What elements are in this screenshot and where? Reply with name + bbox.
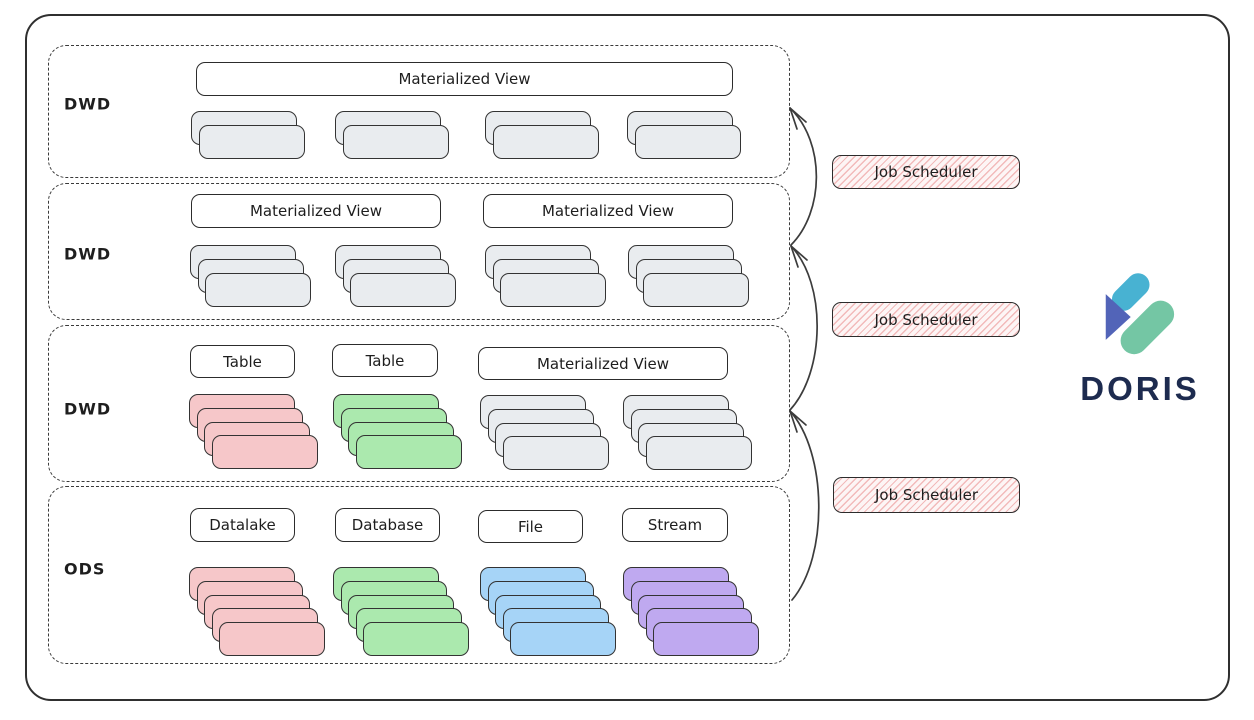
layer-label: DWD <box>64 94 112 114</box>
card-gray <box>342 124 449 159</box>
card-gray <box>198 124 305 159</box>
card-pink <box>211 435 318 470</box>
card-gray <box>643 272 749 307</box>
type-box-datalake: Datalake <box>190 508 295 542</box>
card-gray <box>350 272 456 307</box>
job-scheduler-box: Job Scheduler <box>832 155 1020 189</box>
card-gray <box>500 272 606 307</box>
card-gray <box>502 436 609 471</box>
type-box-table: Table <box>190 345 295 378</box>
job-scheduler-box: Job Scheduler <box>833 477 1020 513</box>
layer-label: DWD <box>64 399 112 419</box>
layer-frame-dwd-0 <box>48 45 790 178</box>
card-gray <box>492 124 599 159</box>
type-box-materialized-view: Materialized View <box>196 62 733 96</box>
card-pink <box>219 622 325 657</box>
doris-icon-indigo-triangle <box>1105 294 1131 340</box>
doris-icon-green-pill <box>1120 300 1175 355</box>
layer-label: DWD <box>64 244 112 264</box>
type-box-materialized-view: Materialized View <box>478 347 728 380</box>
type-box-materialized-view: Materialized View <box>483 194 733 228</box>
card-gray <box>645 436 752 471</box>
card-blue <box>510 622 616 657</box>
type-box-materialized-view: Materialized View <box>191 194 441 228</box>
doris-icon-cyan-pill <box>1111 273 1150 311</box>
layer-frame-dwd-2 <box>48 325 790 482</box>
layer-frame-dwd-1 <box>48 183 790 320</box>
card-gray <box>634 124 741 159</box>
job-scheduler-box: Job Scheduler <box>832 302 1020 337</box>
type-box-file: File <box>478 510 583 543</box>
doris-logo: DORIS <box>1060 258 1220 418</box>
type-box-database: Database <box>335 508 440 542</box>
type-box-table: Table <box>332 344 438 377</box>
doris-wordmark: DORIS <box>1080 370 1200 407</box>
card-green <box>355 435 462 470</box>
layer-label: ODS <box>64 559 106 579</box>
card-gray <box>205 272 311 307</box>
card-green <box>363 622 469 657</box>
type-box-stream: Stream <box>622 508 728 542</box>
doris-icon <box>1105 273 1175 355</box>
outer-frame <box>25 14 1230 701</box>
layer-frame-ods-3 <box>48 486 790 664</box>
card-purple <box>653 622 759 657</box>
